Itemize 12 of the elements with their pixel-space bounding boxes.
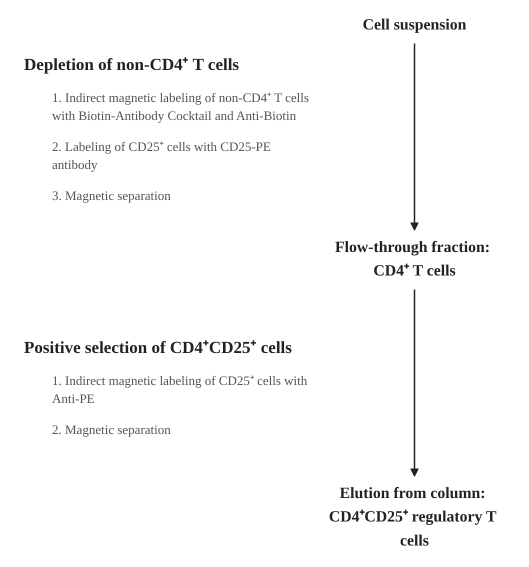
step-text: 2. Magnetic separation	[52, 421, 172, 439]
section-heading: Depletion of non-CD4⁺ T cells	[24, 54, 240, 75]
step-text: 2. Labeling of CD25⁺ cells with CD25-PE antibody	[52, 138, 272, 174]
step-text: 1. Indirect magnetic labeling of non-CD4⁺ T cells with Biotin-Antibody Cocktail and Anti-Biotin	[52, 89, 310, 124]
step-text: 3. Magnetic separation	[52, 187, 172, 205]
section-heading: Positive selection of CD4⁺CD25⁺ cells	[24, 337, 293, 358]
node-text: Flow-through fraction: CD4⁺ T cells	[335, 239, 490, 280]
node-text: Cell suspension	[362, 16, 466, 34]
node-text: Elution from column: CD4⁺CD25⁺ regulatory T cells	[328, 485, 496, 550]
arrow	[410, 289, 419, 477]
step-text: 1. Indirect magnetic labeling of CD25⁺ cells with Anti-PE	[52, 372, 308, 408]
arrow	[410, 43, 419, 231]
